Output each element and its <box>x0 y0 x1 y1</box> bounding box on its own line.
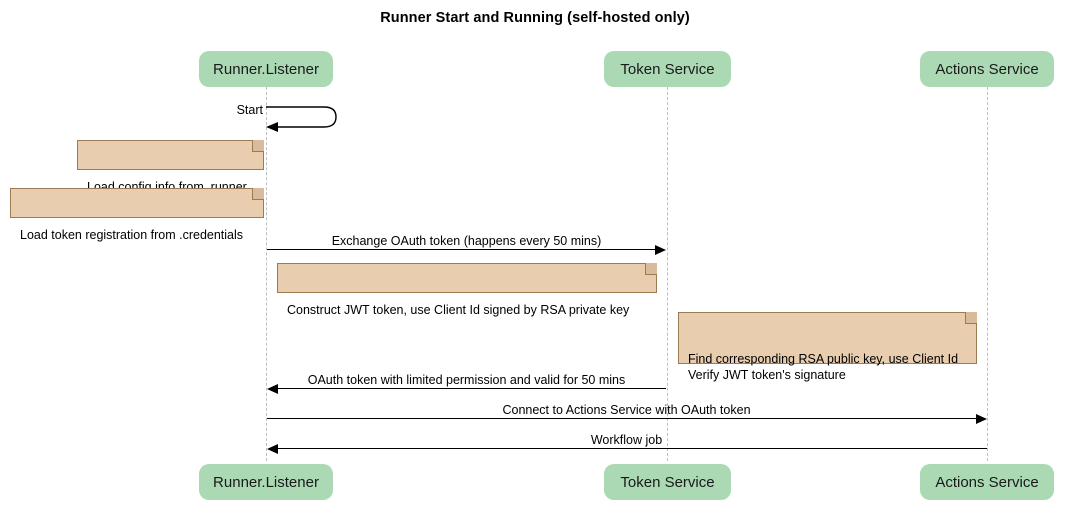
lifeline-actions <box>987 87 988 461</box>
participant-label: Token Service <box>620 60 715 78</box>
participant-runner-bottom[interactable]: Runner.Listener <box>199 464 333 500</box>
message-arrowhead-oauth-return <box>267 384 278 394</box>
page-title: Runner Start and Running (self-hosted on… <box>380 10 690 26</box>
note-text: Load token registration from .credential… <box>20 228 244 242</box>
note-text: Construct JWT token, use Client Id signe… <box>287 303 630 317</box>
message-label-workflow-job: Workflow job <box>590 433 663 447</box>
participant-label: Runner.Listener <box>213 473 319 491</box>
message-arrowhead-exchange-oauth <box>655 245 666 255</box>
note-fold-icon <box>965 312 977 324</box>
note-fold-icon <box>252 188 264 200</box>
note-fold-icon <box>645 263 657 275</box>
participant-token-bottom[interactable]: Token Service <box>604 464 731 500</box>
message-line-connect-actions <box>267 418 976 419</box>
message-label-start: Start <box>236 103 263 117</box>
participant-runner-top[interactable]: Runner.Listener <box>199 51 333 87</box>
note-text: Find corresponding RSA public key, use C… <box>688 352 959 382</box>
participant-actions-top[interactable]: Actions Service <box>920 51 1054 87</box>
message-label-connect-actions: Connect to Actions Service with OAuth to… <box>502 403 751 417</box>
participant-label: Token Service <box>620 473 715 491</box>
message-arrowhead-connect-actions <box>976 414 987 424</box>
message-line-oauth-return <box>278 388 666 389</box>
note-load-credentials: Load token registration from .credential… <box>10 188 264 242</box>
note-fold-icon <box>252 140 264 152</box>
participant-token-top[interactable]: Token Service <box>604 51 731 87</box>
message-arrowhead-workflow-job <box>267 444 278 454</box>
message-line-workflow-job <box>278 448 987 449</box>
note-construct-jwt: Construct JWT token, use Client Id signe… <box>277 263 657 317</box>
participant-label: Runner.Listener <box>213 60 319 78</box>
lifeline-token <box>667 87 668 461</box>
message-line-exchange-oauth <box>267 249 655 250</box>
lifeline-runner <box>266 87 267 461</box>
participant-label: Actions Service <box>935 473 1039 491</box>
message-label-oauth-return: OAuth token with limited permission and … <box>307 373 626 387</box>
note-verify-jwt: Find corresponding RSA public key, use C… <box>678 312 977 382</box>
self-message-start-arrow <box>266 106 337 132</box>
message-label-exchange-oauth: Exchange OAuth token (happens every 50 m… <box>331 234 602 248</box>
note-load-config: Load config info from .runner <box>77 140 264 194</box>
participant-actions-bottom[interactable]: Actions Service <box>920 464 1054 500</box>
participant-label: Actions Service <box>935 60 1039 78</box>
